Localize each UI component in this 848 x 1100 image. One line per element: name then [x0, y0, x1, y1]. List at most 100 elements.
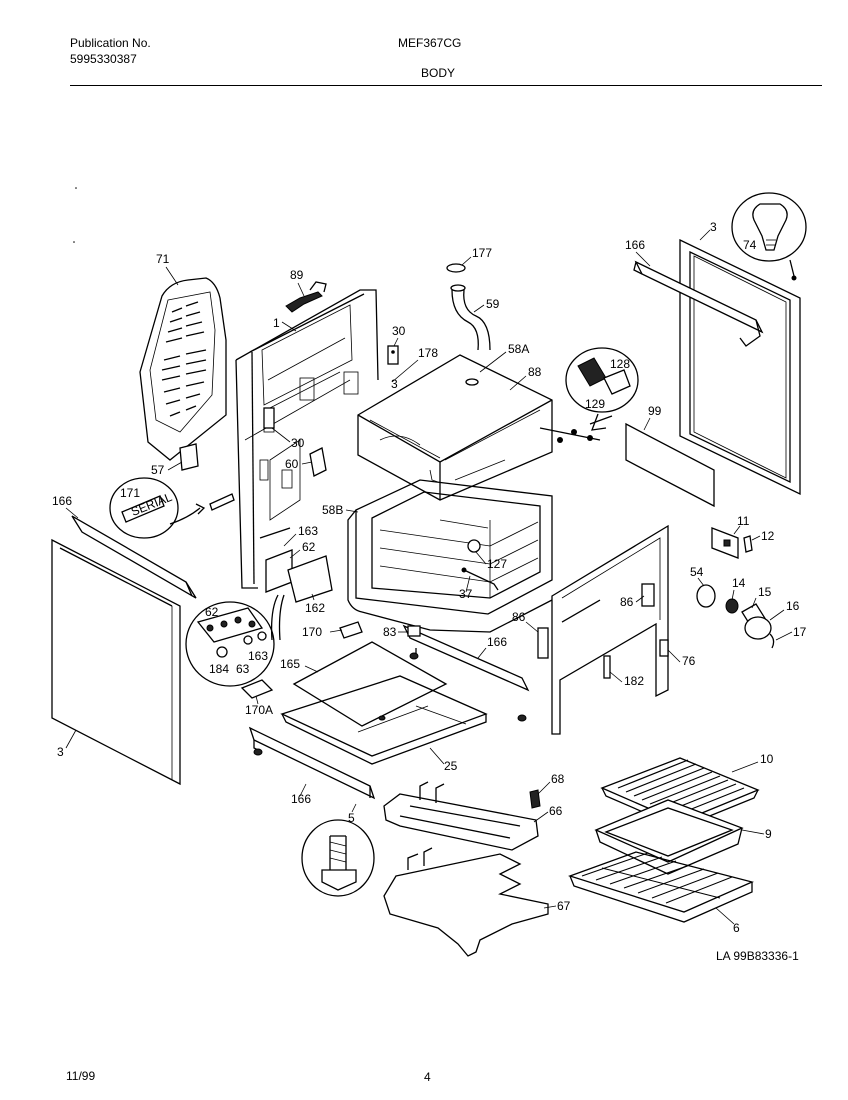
- callout-10: 10: [760, 752, 774, 766]
- leveling-leg: [301, 819, 375, 897]
- callout-177: 177: [472, 246, 492, 260]
- callout-166-bottom: 166: [291, 792, 311, 806]
- top-bracket: [285, 281, 327, 313]
- callout-1: 1: [273, 316, 280, 330]
- callout-57: 57: [151, 463, 165, 477]
- callout-58A: 58A: [508, 342, 529, 356]
- publication-number: 5995330387: [70, 52, 137, 66]
- callout-63: 63: [236, 662, 250, 676]
- vent-hose: [446, 263, 491, 351]
- section-title: BODY: [421, 66, 456, 80]
- callout-3-door: 3: [710, 220, 717, 234]
- floor-insulation: [292, 641, 448, 727]
- side-panel: [625, 422, 715, 508]
- top-trim-strip-left: [71, 515, 197, 599]
- callout-12: 12: [761, 529, 775, 543]
- cover-plate-170: [339, 621, 363, 639]
- label-plate: [179, 443, 199, 471]
- callout-6: 6: [733, 921, 740, 935]
- callout-3-tag: 3: [391, 377, 398, 391]
- callout-128: 128: [610, 357, 630, 371]
- callout-59: 59: [486, 297, 500, 311]
- oven-rack: [567, 851, 754, 923]
- callout-25: 25: [444, 759, 458, 773]
- leveling-foot-right: [517, 714, 527, 722]
- callout-76: 76: [682, 654, 696, 668]
- callout-178: 178: [418, 346, 438, 360]
- callout-182: 182: [624, 674, 644, 688]
- drawer-rail-front: [402, 624, 530, 692]
- footer-date: 11/99: [66, 1069, 96, 1083]
- callout-184: 184: [209, 662, 229, 676]
- door-hinge-bar: [633, 260, 764, 347]
- model-number: MEF367CG: [398, 36, 462, 50]
- callout-17: 17: [793, 625, 807, 639]
- callout-166-left: 166: [52, 494, 72, 508]
- callout-163-upper: 163: [298, 524, 318, 538]
- callout-30-lower: 30: [291, 436, 305, 450]
- callout-5: 5: [348, 811, 355, 825]
- bottom-trim-strip: [248, 726, 376, 800]
- clip-upper: [387, 345, 399, 365]
- callout-37: 37: [459, 587, 473, 601]
- light-bulb: [731, 192, 807, 281]
- callout-129: 129: [585, 397, 605, 411]
- callout-165: 165: [280, 657, 300, 671]
- callout-58B: 58B: [322, 503, 343, 517]
- broil-element: [383, 847, 549, 957]
- wiring-box: [259, 527, 333, 641]
- callout-11: 11: [737, 514, 750, 528]
- oven-insulation: [357, 354, 553, 501]
- broil-pan: [594, 799, 744, 875]
- callout-86-lower: 86: [512, 610, 526, 624]
- left-side-panel: [51, 538, 181, 786]
- broil-grid: [600, 757, 760, 829]
- callout-171: 171: [120, 486, 140, 500]
- callout-54: 54: [690, 565, 704, 579]
- callout-89: 89: [290, 268, 304, 282]
- callout-88: 88: [528, 365, 542, 379]
- bottom-panel: [280, 675, 488, 765]
- callout-163-detail: 163: [248, 649, 268, 663]
- switch-bracket-11: [711, 527, 739, 559]
- callout-30-upper: 30: [392, 324, 406, 338]
- cabinet-back-frame: [235, 289, 379, 589]
- sensor-probe: [461, 567, 499, 591]
- clip-lower: [263, 407, 275, 429]
- callout-166-rail: 166: [487, 635, 507, 649]
- footer-page-number: 4: [424, 1070, 431, 1084]
- cover-plate-170A: [240, 679, 274, 699]
- callout-71: 71: [156, 252, 170, 266]
- terminal-screws: [539, 427, 601, 443]
- callout-99: 99: [648, 404, 662, 418]
- callout-166-top: 166: [625, 238, 645, 252]
- callout-83: 83: [383, 625, 397, 639]
- callout-74: 74: [743, 238, 757, 252]
- callout-3-side: 3: [57, 745, 64, 759]
- callout-62-detail: 62: [205, 605, 219, 619]
- switch-12: [743, 535, 753, 553]
- callout-67: 67: [557, 899, 571, 913]
- switch-detail: [185, 601, 275, 687]
- callout-16: 16: [786, 599, 800, 613]
- callout-62-upper: 62: [302, 540, 316, 554]
- callout-68: 68: [551, 772, 565, 786]
- terminal-block: [565, 347, 639, 431]
- callout-86-upper: 86: [620, 595, 634, 609]
- callout-127: 127: [487, 557, 507, 571]
- oven-cavity: [347, 479, 553, 633]
- callout-14: 14: [732, 576, 746, 590]
- header-rule: [70, 85, 822, 86]
- light-socket-assembly: [696, 584, 775, 649]
- drawing-code: LA 99B83336-1: [716, 949, 799, 963]
- callout-66: 66: [549, 804, 563, 818]
- callout-170A: 170A: [245, 703, 273, 717]
- callout-60: 60: [285, 457, 299, 471]
- wire-clip: [309, 447, 327, 477]
- right-side-frame: [537, 524, 669, 735]
- callout-9: 9: [765, 827, 772, 841]
- rear-vent-panel: [139, 277, 227, 461]
- callout-162: 162: [305, 601, 325, 615]
- callout-15: 15: [758, 585, 772, 599]
